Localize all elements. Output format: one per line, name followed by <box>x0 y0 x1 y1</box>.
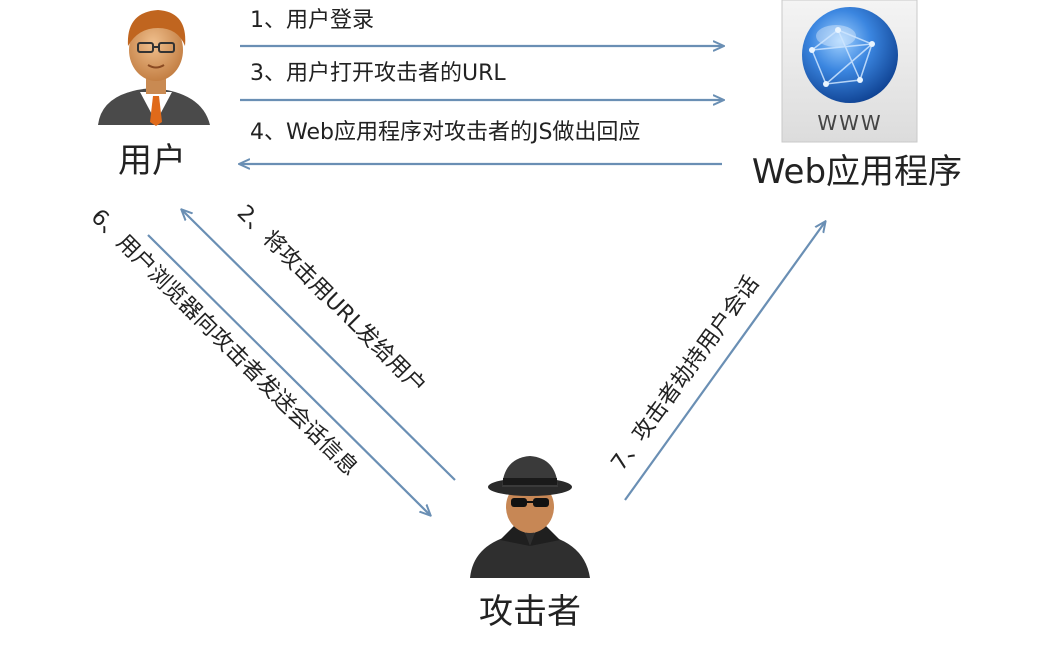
step2-arrow <box>182 210 456 481</box>
step3-label: 3、用户打开攻击者的URL <box>250 61 506 86</box>
user-label: 用户 <box>118 141 186 181</box>
step7-label: 7、攻击者劫持用户会话 <box>607 272 765 476</box>
attacker-icon <box>470 456 590 578</box>
web-app-label: Web应用程序 <box>752 152 962 192</box>
step1-label: 1、用户登录 <box>250 8 374 33</box>
www-globe-icon <box>781 0 918 143</box>
step7-arrow <box>624 222 825 501</box>
step6-label: 6、用户浏览器向攻击者发送会话信息 <box>86 205 362 481</box>
step4-label: 4、Web应用程序对攻击者的JS做出回应 <box>250 120 640 145</box>
www-badge: WWW <box>817 111 882 135</box>
user-icon <box>98 10 210 126</box>
step6-arrow <box>147 234 430 515</box>
attacker-label: 攻击者 <box>479 592 581 632</box>
